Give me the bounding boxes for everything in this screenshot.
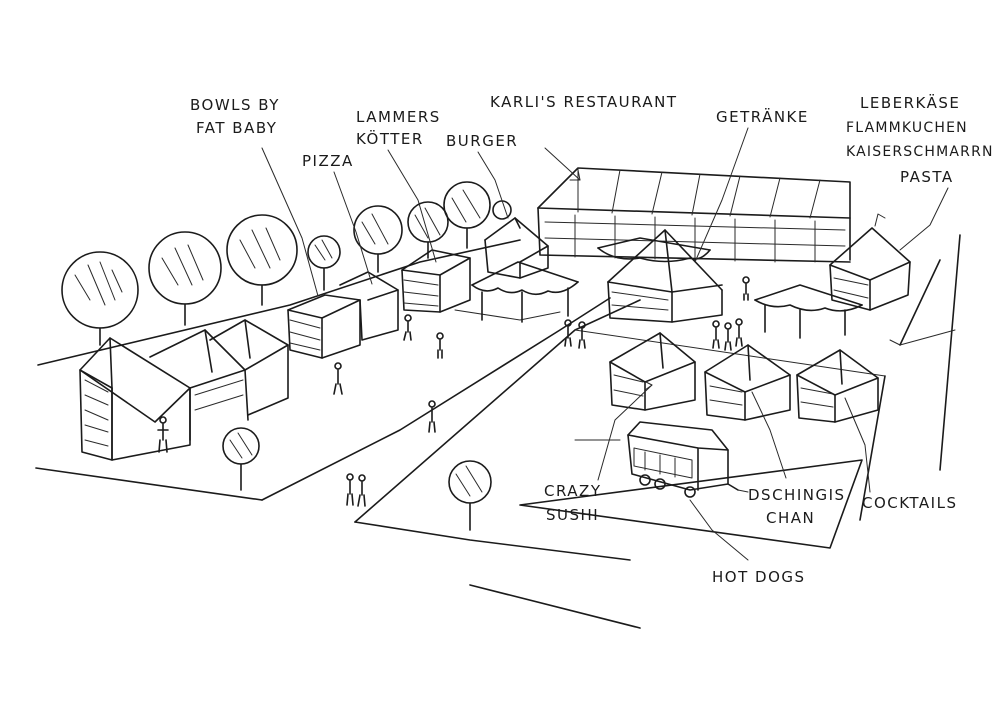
labels: BOWLS BY FAT BABY PIZZA LAMMERS KÖTTER B… (190, 93, 994, 586)
person (157, 416, 169, 453)
tree (226, 214, 298, 306)
tree (307, 235, 341, 291)
person (428, 400, 436, 433)
person (742, 276, 750, 301)
tree (61, 251, 139, 346)
person (333, 362, 343, 395)
booth-burger (484, 217, 549, 279)
tree (407, 201, 449, 259)
stall-crazy-sushi (609, 332, 696, 411)
tent-stall (79, 337, 191, 461)
person (564, 319, 572, 347)
person (403, 314, 412, 341)
stall-cocktails (796, 349, 879, 423)
label-bowls-by-line2: FAT BABY (196, 119, 277, 137)
label-menu-line1: LEBERKÄSE (860, 93, 960, 112)
label-getraenke: GETRÄNKE (716, 107, 809, 126)
label-bowls-by-line1: BOWLS BY (190, 96, 280, 114)
label-dschingis: DSCHINGIS (748, 486, 846, 504)
label-menu-line2: FLAMMKUCHEN (846, 120, 968, 136)
tent-stall (149, 329, 249, 441)
label-menu-line3: KAISERSCHMARRN (846, 144, 994, 160)
karlis-restaurant-hall (537, 167, 851, 263)
label-sushi: SUSHI (546, 506, 599, 524)
label-pizza: PIZZA (302, 152, 354, 170)
person (357, 474, 366, 507)
booth-bowls (287, 294, 361, 359)
tree (443, 181, 491, 249)
people (157, 276, 750, 507)
leberkaese-tent (829, 227, 911, 311)
label-lammers-line2: KÖTTER (356, 129, 424, 148)
stall-dschingis-chan (704, 344, 791, 421)
person (578, 321, 586, 349)
canopy-center (597, 237, 711, 263)
label-menu-line4: PASTA (900, 168, 954, 186)
label-cocktails: COCKTAILS (862, 494, 958, 512)
person (724, 322, 732, 351)
label-hot-dogs: HOT DOGS (712, 568, 806, 586)
label-karlis-restaurant: KARLI'S RESTAURANT (490, 93, 678, 111)
stall-row-left (79, 217, 549, 461)
label-chan: CHAN (766, 509, 815, 527)
label-lammers-line1: LAMMERS (356, 108, 441, 126)
person (346, 473, 354, 506)
person (735, 318, 743, 347)
tree-small-plaza (222, 427, 260, 491)
tree (492, 200, 512, 220)
tree (148, 231, 222, 326)
person (436, 332, 444, 359)
label-crazy: CRAZY (544, 482, 602, 500)
label-burger: BURGER (446, 132, 518, 150)
tree (353, 205, 403, 273)
hot-dog-trailer (627, 421, 739, 498)
canopy-right (754, 284, 863, 339)
tree-small-front (448, 460, 492, 531)
person (712, 320, 720, 349)
canopy-left (471, 261, 579, 323)
tent-stall (209, 319, 289, 416)
booth-pizza (339, 271, 399, 341)
booth-lammers-koetter (401, 249, 471, 313)
leader-lines (261, 127, 949, 561)
ground-lines (35, 213, 961, 629)
getraenke-tent (607, 229, 723, 323)
tree-row-left (61, 181, 512, 346)
